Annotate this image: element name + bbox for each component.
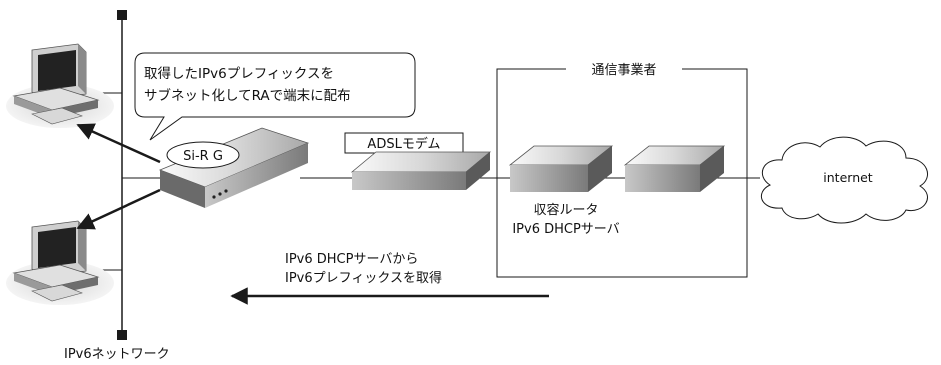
cloud-icon: internet [760, 136, 929, 224]
dhcp-note-line1: IPv6 DHCPサーバから [285, 252, 418, 267]
arrow-icon [76, 188, 161, 230]
network-top-terminator [117, 10, 127, 20]
access-router-dhcp-label: IPv6 DHCPサーバ [512, 222, 619, 237]
modem-label-box: ADSLモデム [344, 132, 464, 154]
network-label: IPv6ネットワーク [64, 347, 170, 362]
speech-bubble: 取得したIPv6プレフィックスを サブネット化してRAで端末に配布 [134, 52, 416, 141]
svg-text:Si-R G: Si-R G [183, 149, 223, 164]
router-label: Si-R G [166, 141, 240, 169]
modem-icon [350, 151, 492, 190]
svg-text:ADSLモデム: ADSLモデム [367, 136, 440, 152]
cloud-label: internet [823, 170, 873, 185]
network-bottom-terminator [117, 330, 127, 340]
arrow-icon [76, 123, 161, 164]
router-icon [623, 145, 726, 192]
ipv6-network-line [117, 10, 127, 340]
dhcp-note-line2: IPv6プレフィックスを取得 [285, 270, 442, 286]
speech-bubble-line2: サブネット化してRAで端末に配布 [144, 87, 351, 104]
access-router-label: 収容ルータ [533, 202, 598, 218]
router-icon [508, 145, 614, 192]
desktop-computer-icon [6, 220, 114, 305]
speech-bubble-line1: 取得したIPv6プレフィックスを [144, 65, 334, 82]
carrier-area: 通信事業者 [496, 62, 748, 278]
router-icon [158, 127, 310, 208]
desktop-computer-icon [6, 43, 114, 128]
carrier-label: 通信事業者 [591, 62, 656, 78]
